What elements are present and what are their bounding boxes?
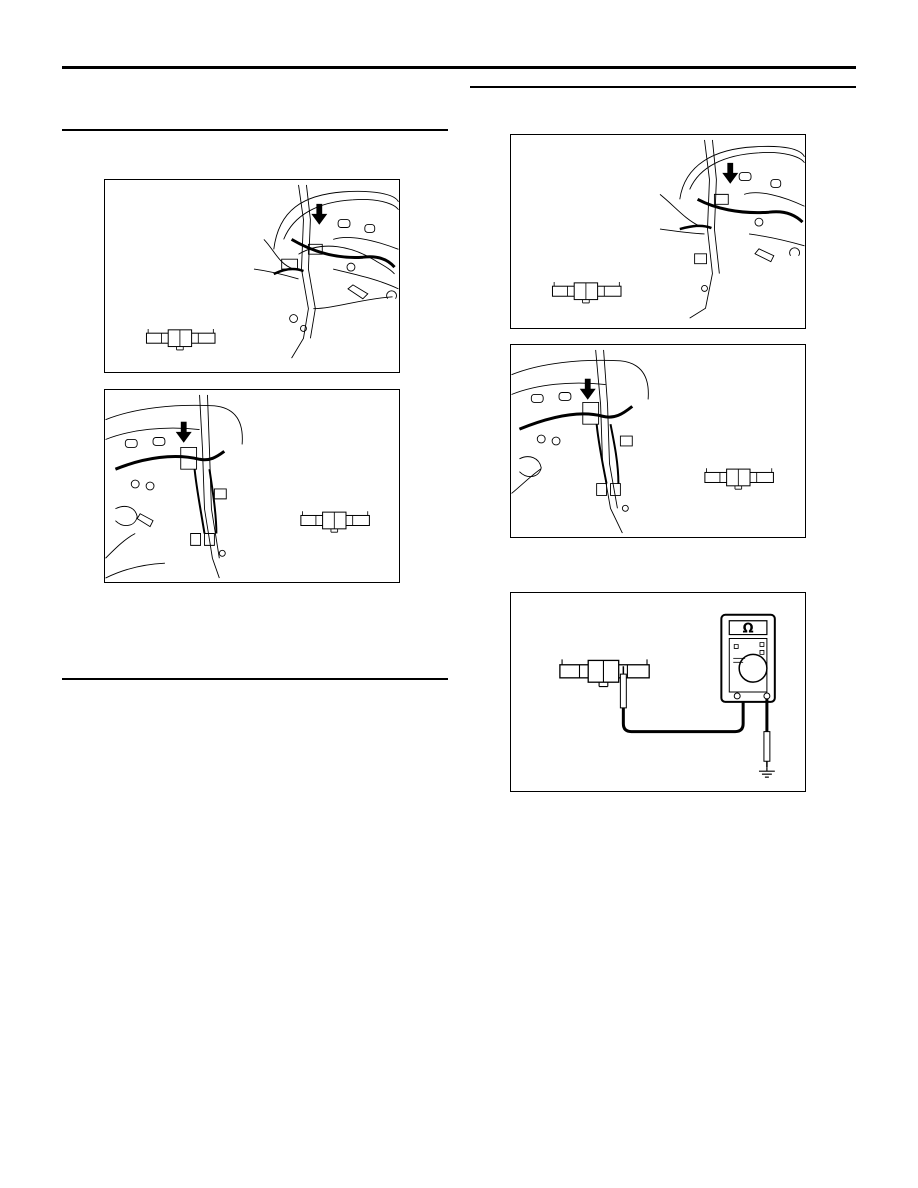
harness-illustration [145, 180, 399, 372]
test-probe-left [620, 666, 626, 708]
figure-harness-left-top [104, 179, 400, 373]
connector-icon [559, 658, 650, 688]
arrow-icon [579, 378, 596, 400]
ohmmeter-icon: Ω [721, 615, 774, 702]
connector-icon [145, 328, 216, 351]
figure-harness-right-middle [510, 344, 806, 538]
arrow-icon [722, 162, 739, 184]
test-probe-right [764, 732, 770, 768]
left-section-rule-top [62, 129, 448, 131]
figure-harness-left-bottom [104, 389, 400, 583]
left-section-rule-bottom [62, 678, 448, 680]
right-column-rule [470, 86, 856, 88]
svg-text:Ω: Ω [743, 622, 754, 637]
harness-illustration [511, 345, 774, 537]
figure-ohmmeter-check: Ω [510, 592, 806, 792]
header-rule [62, 66, 856, 69]
connector-icon [300, 510, 370, 533]
arrow-icon [311, 203, 328, 225]
harness-illustration [551, 135, 805, 328]
connector-icon [551, 281, 622, 304]
harness-illustration [105, 390, 370, 582]
connector-icon [704, 467, 774, 490]
ohmmeter-illustration: Ω [559, 593, 805, 791]
arrow-icon [175, 421, 192, 443]
figure-harness-right-top [510, 134, 806, 329]
ground-icon [759, 767, 775, 777]
